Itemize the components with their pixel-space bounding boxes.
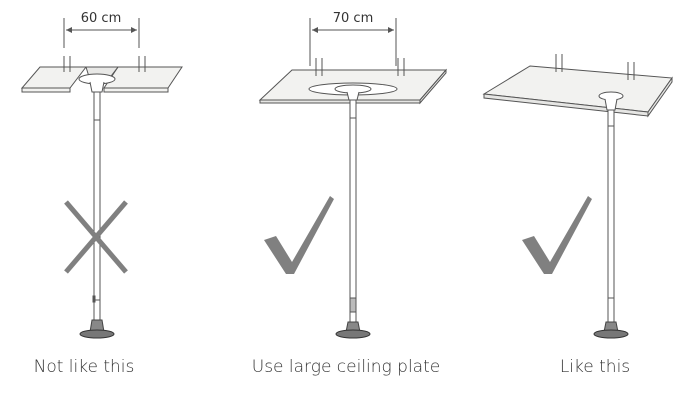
pole bbox=[349, 99, 357, 323]
dimension-label: 70 cm bbox=[333, 11, 374, 26]
caption-like-this: Like this bbox=[559, 357, 631, 377]
caption-text: Use large ceiling plate bbox=[251, 357, 441, 377]
pole-base bbox=[79, 319, 115, 339]
dimension-label: 60 cm bbox=[81, 11, 122, 26]
panel-use-large-ceiling-plate: 70 cm bbox=[258, 11, 448, 339]
check-icon bbox=[522, 196, 592, 274]
pole-base bbox=[335, 321, 371, 339]
pole-base bbox=[593, 321, 629, 339]
small-ceiling-plate bbox=[20, 56, 183, 93]
panel-like-this bbox=[482, 54, 673, 339]
dimension-60cm: 60 cm bbox=[63, 11, 140, 48]
cross-icon bbox=[64, 200, 128, 274]
large-ceiling-plate bbox=[258, 58, 448, 105]
dimension-70cm: 70 cm bbox=[309, 11, 397, 66]
caption-not-like-this: Not like this bbox=[33, 357, 135, 377]
ceiling-plate bbox=[482, 54, 673, 118]
panel-not-like-this: 60 cm bbox=[20, 11, 183, 339]
pole bbox=[92, 91, 101, 321]
pole bbox=[607, 109, 615, 323]
caption-use-large-ceiling-plate: Use large ceiling plate bbox=[248, 356, 444, 378]
check-icon bbox=[264, 196, 334, 274]
